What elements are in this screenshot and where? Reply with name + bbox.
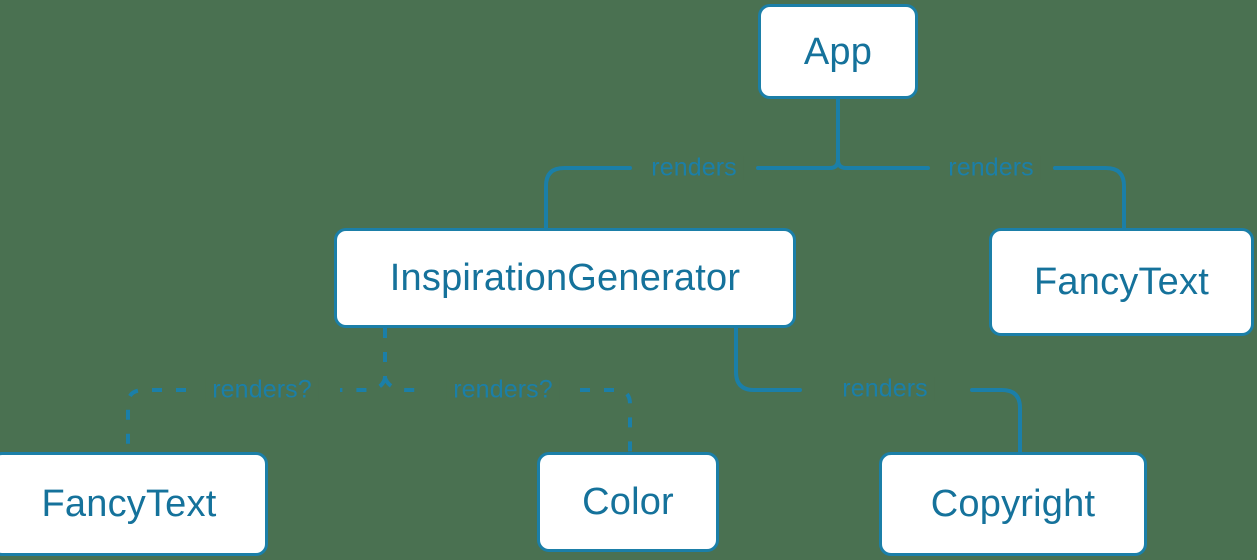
edge-label-app-inspirationgenerator: renders xyxy=(644,155,744,181)
edge-label-inspirationgenerator-color: renders? xyxy=(446,377,560,403)
edge-label-app-fancytext: renders xyxy=(941,155,1041,181)
edge-inspgen-color xyxy=(383,377,632,452)
node-copyright-label: Copyright xyxy=(930,483,1096,525)
node-fancytext-right-label: FancyText xyxy=(1034,261,1209,303)
edge-app-inspgen xyxy=(544,166,832,230)
edge-app-trunk xyxy=(836,97,848,170)
node-inspirationgenerator-label: InspirationGenerator xyxy=(389,257,741,299)
node-inspirationgenerator[interactable]: InspirationGenerator xyxy=(334,228,796,328)
node-fancytext-right[interactable]: FancyText xyxy=(989,228,1254,336)
node-color-label: Color xyxy=(582,481,674,523)
node-app-label: App xyxy=(803,30,873,73)
node-fancytext-bottom-label: FancyText xyxy=(41,483,217,525)
edge-inspgen-copyright xyxy=(734,326,1022,454)
node-app[interactable]: App xyxy=(758,4,918,99)
edge-app-fancytext xyxy=(844,166,1126,230)
node-fancytext-bottom[interactable]: FancyText xyxy=(0,452,268,556)
node-copyright[interactable]: Copyright xyxy=(879,452,1147,556)
edge-label-inspirationgenerator-fancytext: renders? xyxy=(205,377,319,403)
edge-label-inspirationgenerator-copyright: renders xyxy=(835,376,935,402)
node-color[interactable]: Color xyxy=(537,452,719,552)
